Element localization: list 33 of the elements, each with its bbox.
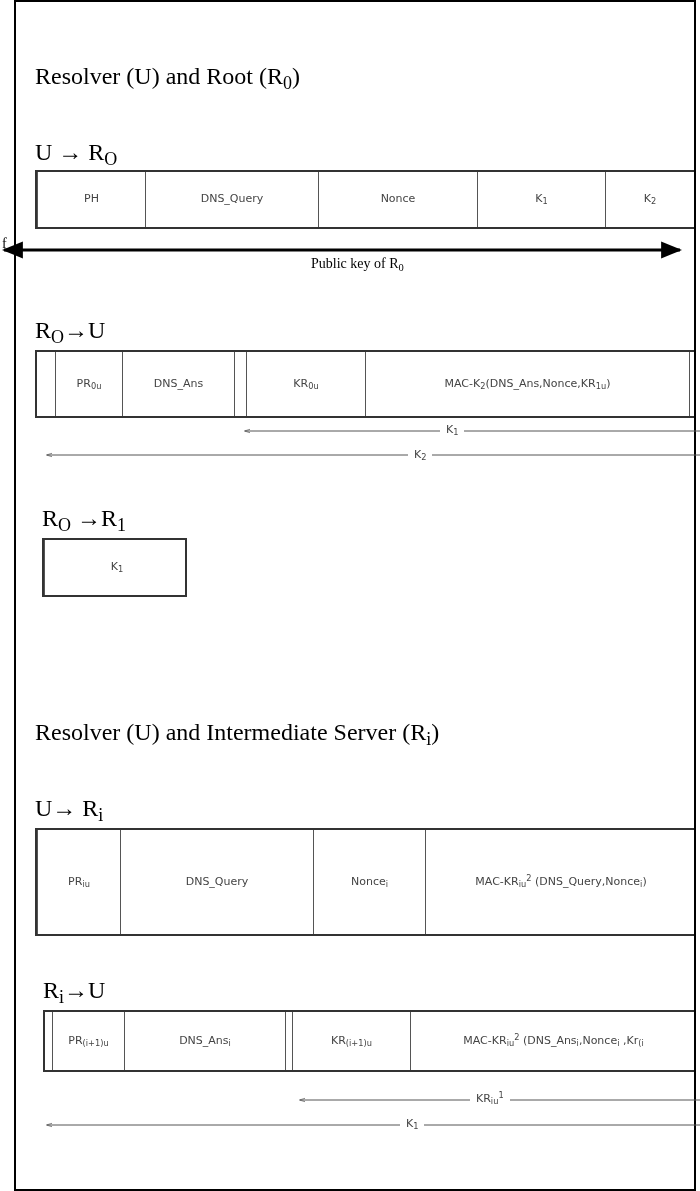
stray-mark: f [2,236,7,252]
message-format-box [35,828,694,936]
field-cell: K$_{2}$ [605,172,694,227]
message-format-box [35,350,694,418]
section-title: Resolver (U) and Root (R$_{0}$) [35,62,300,90]
section-title: Resolver (U) and Intermediate Server (R$_{i}$) [35,718,440,746]
message-header: R$_{O}$ →R$_{1}$ [42,504,127,532]
message-header: U→ R$_{i}$ [35,794,104,822]
message-header: R$_{i}$→U [43,976,106,1004]
field-cell: K$_{1}$ [44,540,189,595]
field-cell: MAC-K$_{2}$(DNS_Ans,Nonce,KR$_{1u}$) [365,352,689,416]
field-cell: DNS_Query [145,172,318,227]
field-cell: KR$_{0u}$ [246,352,365,416]
dimension-label: K$_{1}$ [400,1116,425,1132]
field-cell: MAC-KR$_{iu}$$^{2}$ (DNS_Query,Nonce$_{i}$) [425,830,696,934]
field-cell: PR$_{iu}$ [37,830,120,934]
field-cell: Nonce [318,172,477,227]
field-cell: DNS_Ans$_{i}$ [124,1012,285,1070]
field-cell: KR$_{(i+1)u}$ [292,1012,410,1070]
message-format-box [35,170,694,229]
message-header: U → R$_{O}$ [35,138,118,166]
message-format-box [43,1010,694,1072]
dimension-label: K$_{2}$ [408,447,433,463]
message-header: R$_{O}$→U [35,316,106,344]
field-cell: MAC-KR$_{iu}$$^{2}$ (DNS_Ans$_{i}$,Nonce$_{i}$ ,Kr$_{(i}$ [410,1012,696,1070]
field-cell: K$_{1}$ [477,172,605,227]
field-cell: DNS_Ans [122,352,234,416]
field-cell: Nonce$_{i}$ [313,830,425,934]
field-cell: DNS_Query [120,830,313,934]
field-cell: PH [37,172,145,227]
field-cell: PR$_{0u}$ [55,352,122,416]
dimension-label: K$_{1}$ [440,422,465,438]
field-cell: PR$_{(i+1)u}$ [52,1012,124,1070]
